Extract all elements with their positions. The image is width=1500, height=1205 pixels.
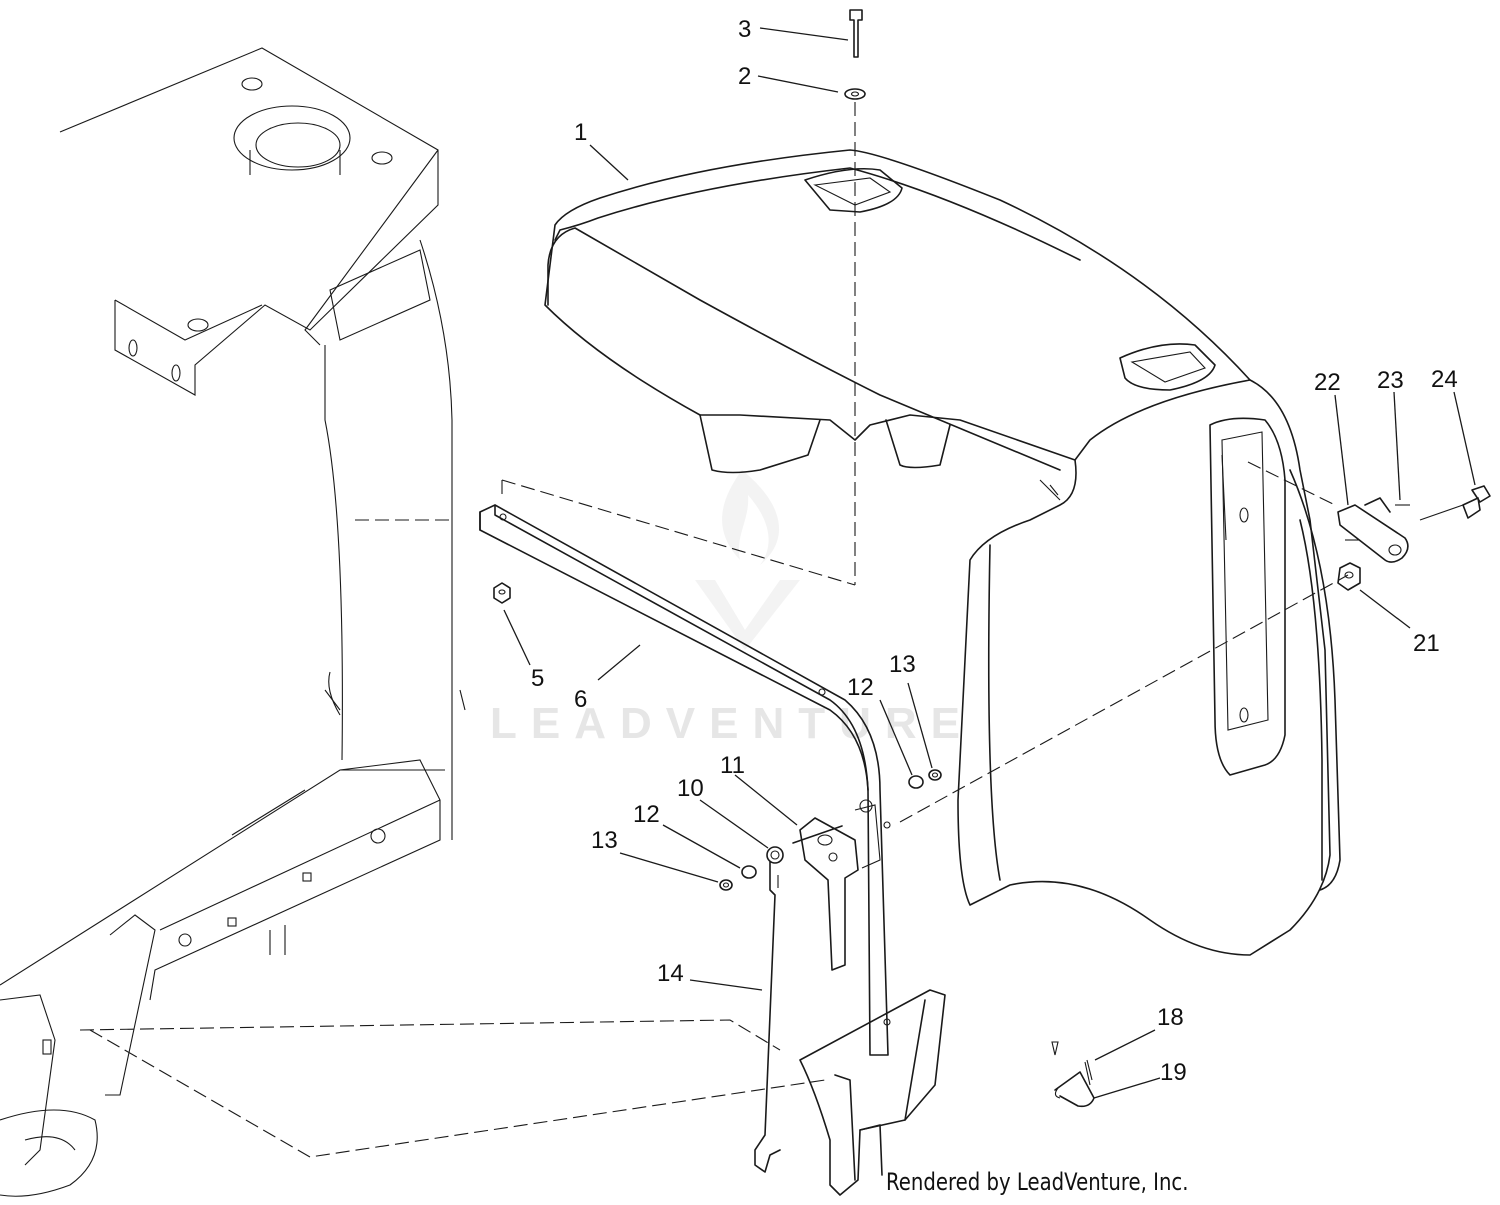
callout-10: 10 <box>677 775 704 802</box>
top-hardware <box>493 9 866 604</box>
callout-24: 24 <box>1431 366 1458 393</box>
side-hardware <box>899 461 1491 823</box>
watermark-text: LEADVENTURE <box>490 699 974 748</box>
callout-3: 3 <box>738 16 751 43</box>
callout-13-right: 13 <box>889 651 916 678</box>
callout-12-left: 12 <box>633 801 660 828</box>
callout-11: 11 <box>720 752 745 779</box>
callout-18: 18 <box>1157 1004 1184 1031</box>
latch-linkage <box>719 769 1095 1173</box>
hood-part-1 <box>544 149 1341 956</box>
callout-13-left: 13 <box>591 827 618 854</box>
support-bracket-part-6 <box>479 504 946 1196</box>
render-credit: Rendered by LeadVenture, Inc. <box>886 1168 1189 1196</box>
watermark-logo <box>695 470 800 650</box>
callout-19: 19 <box>1160 1059 1187 1086</box>
callout-6: 6 <box>574 686 587 713</box>
callout-12-right: 12 <box>847 674 874 701</box>
callout-5: 5 <box>531 665 544 692</box>
callout-14: 14 <box>657 960 684 987</box>
callout-21: 21 <box>1413 630 1440 657</box>
callout-22: 22 <box>1314 369 1341 396</box>
frame-assembly <box>0 47 826 1197</box>
callout-1: 1 <box>574 119 587 146</box>
callout-2: 2 <box>738 63 751 90</box>
callout-23: 23 <box>1377 367 1404 394</box>
callout-labels: 3 2 1 5 6 11 10 12 13 12 13 14 18 19 21 … <box>531 16 1458 1086</box>
callout-leaders <box>503 27 1476 1099</box>
